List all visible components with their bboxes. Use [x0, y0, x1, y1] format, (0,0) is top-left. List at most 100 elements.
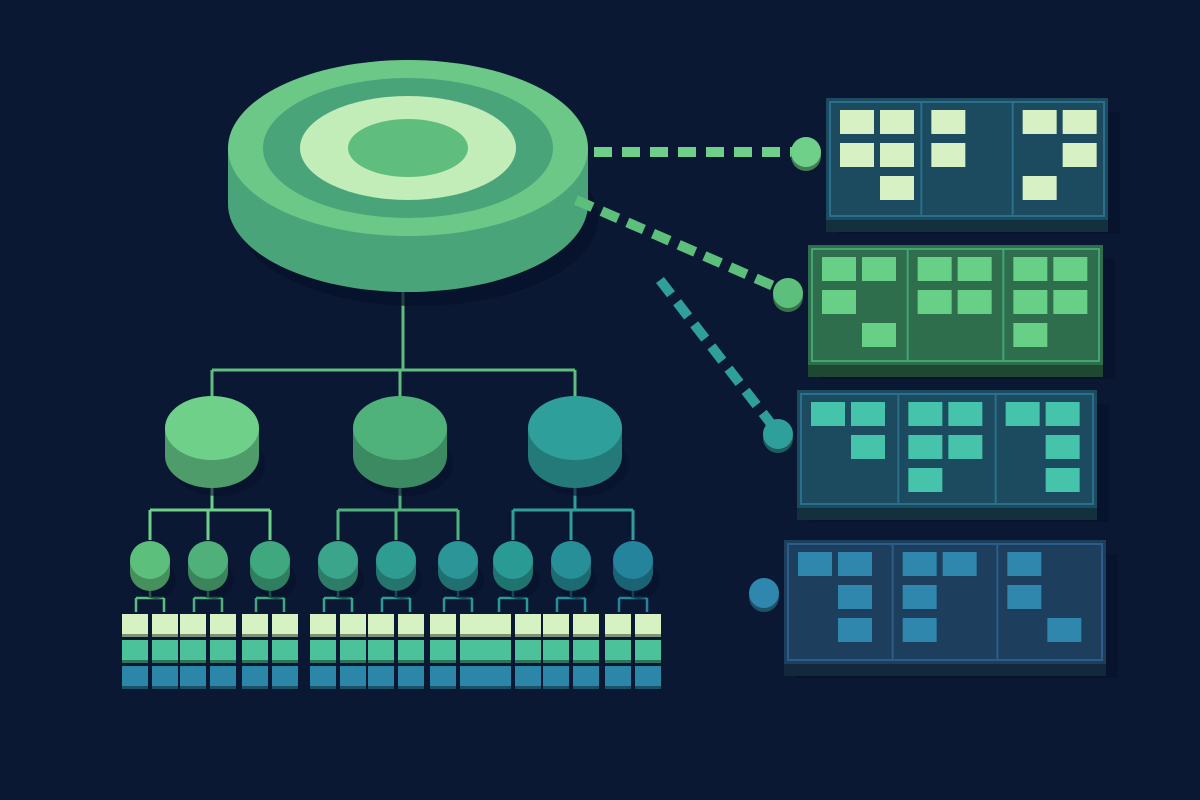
child-node-2-1-top — [318, 541, 358, 579]
leaf-box — [515, 614, 541, 634]
board-1-card — [931, 143, 966, 167]
leaf-box — [340, 614, 366, 634]
board-1-kanban-board — [826, 98, 1120, 234]
board-2-card — [862, 323, 896, 347]
board-2-kanban-board — [808, 245, 1115, 379]
board-4-border — [787, 543, 1103, 661]
leaf-box — [430, 640, 456, 660]
leaf-box-edge — [152, 686, 178, 689]
board-3-edge — [797, 508, 1097, 520]
leaf-box-edge — [543, 634, 569, 637]
board-4-card — [902, 618, 937, 642]
branch-node-3-top — [528, 396, 622, 460]
leaf-box — [460, 614, 486, 634]
leaf-box-edge — [310, 634, 336, 637]
branch-node-2-top — [353, 396, 447, 460]
leaf-box-edge — [430, 634, 456, 637]
leaf-box — [122, 666, 148, 686]
leaf-box — [272, 614, 298, 634]
leaf-box — [210, 640, 236, 660]
board-2-card — [957, 290, 992, 314]
board-1-card — [1062, 110, 1097, 134]
board-2-card — [1013, 323, 1048, 347]
child-node-1-2-top — [188, 541, 228, 579]
leaf-box-edge — [635, 634, 661, 637]
board-1-edge — [826, 220, 1108, 232]
leaf-box — [272, 640, 298, 660]
leaf-box-edge — [605, 660, 631, 663]
leaf-box — [605, 666, 631, 686]
leaf-box-edge — [340, 686, 366, 689]
leaf-box-edge — [485, 634, 511, 637]
board-2-border — [811, 248, 1100, 362]
leaf-box — [430, 666, 456, 686]
leaf-box — [180, 640, 206, 660]
board-3-card — [948, 435, 983, 459]
branch-node-3 — [528, 396, 628, 496]
board-4-card — [798, 552, 832, 576]
board-3-card — [948, 402, 983, 426]
board-2-card — [1013, 290, 1048, 314]
board-1-card — [931, 110, 966, 134]
board-4-card — [902, 552, 937, 576]
board-3-card — [1045, 402, 1080, 426]
leaf-box-edge — [543, 660, 569, 663]
child-node-1-2 — [188, 541, 234, 599]
child-node-1-1-top — [130, 541, 170, 579]
board-2-card — [822, 290, 856, 314]
leaf-box — [573, 640, 599, 660]
leaf-grid-3-1 — [485, 614, 541, 689]
leaf-box — [272, 666, 298, 686]
leaf-box-edge — [485, 660, 511, 663]
connector-dot-2 — [773, 278, 803, 308]
connector-dot-4 — [749, 578, 779, 608]
leaf-box — [515, 640, 541, 660]
board-2-card — [917, 290, 952, 314]
child-node-3-3 — [613, 541, 659, 599]
leaf-box — [573, 614, 599, 634]
leaf-box-edge — [573, 660, 599, 663]
leaf-box — [515, 666, 541, 686]
leaf-box-edge — [515, 686, 541, 689]
leaf-box — [368, 666, 394, 686]
board-4-card — [838, 585, 872, 609]
branch-node-1-top — [165, 396, 259, 460]
board-3-kanban-board — [797, 390, 1109, 522]
leaf-box-edge — [210, 660, 236, 663]
leaf-box-edge — [272, 634, 298, 637]
board-2-edge — [808, 365, 1103, 377]
leaf-box-edge — [310, 660, 336, 663]
connector-dot-3 — [763, 419, 793, 449]
board-4-kanban-board — [784, 540, 1118, 678]
board-3-card — [1005, 402, 1040, 426]
board-4-card — [1047, 618, 1082, 642]
leaf-box — [152, 640, 178, 660]
child-node-2-3-top — [438, 541, 478, 579]
board-1-card — [1022, 110, 1057, 134]
leaf-box-edge — [460, 660, 486, 663]
leaf-box — [122, 614, 148, 634]
leaf-box — [368, 640, 394, 660]
leaf-box — [152, 666, 178, 686]
board-4-card — [1007, 585, 1042, 609]
leaf-box — [460, 640, 486, 660]
board-3-card — [851, 435, 885, 459]
child-node-2-2 — [376, 541, 422, 599]
board-1-card — [880, 110, 914, 134]
child-node-1-3-top — [250, 541, 290, 579]
leaf-grid-1-3 — [242, 614, 298, 689]
child-node-2-3 — [438, 541, 484, 599]
leaf-box-edge — [515, 634, 541, 637]
leaf-box-edge — [272, 660, 298, 663]
leaf-box-edge — [635, 686, 661, 689]
leaf-grid-1-1 — [122, 614, 178, 689]
leaf-box — [605, 614, 631, 634]
leaf-grid-1-2 — [180, 614, 236, 689]
child-node-1-3 — [250, 541, 296, 599]
leaf-box-edge — [543, 686, 569, 689]
board-3-border — [800, 393, 1094, 505]
leaf-box — [398, 614, 424, 634]
leaf-box — [543, 666, 569, 686]
leaf-grid-3-3 — [605, 614, 661, 689]
